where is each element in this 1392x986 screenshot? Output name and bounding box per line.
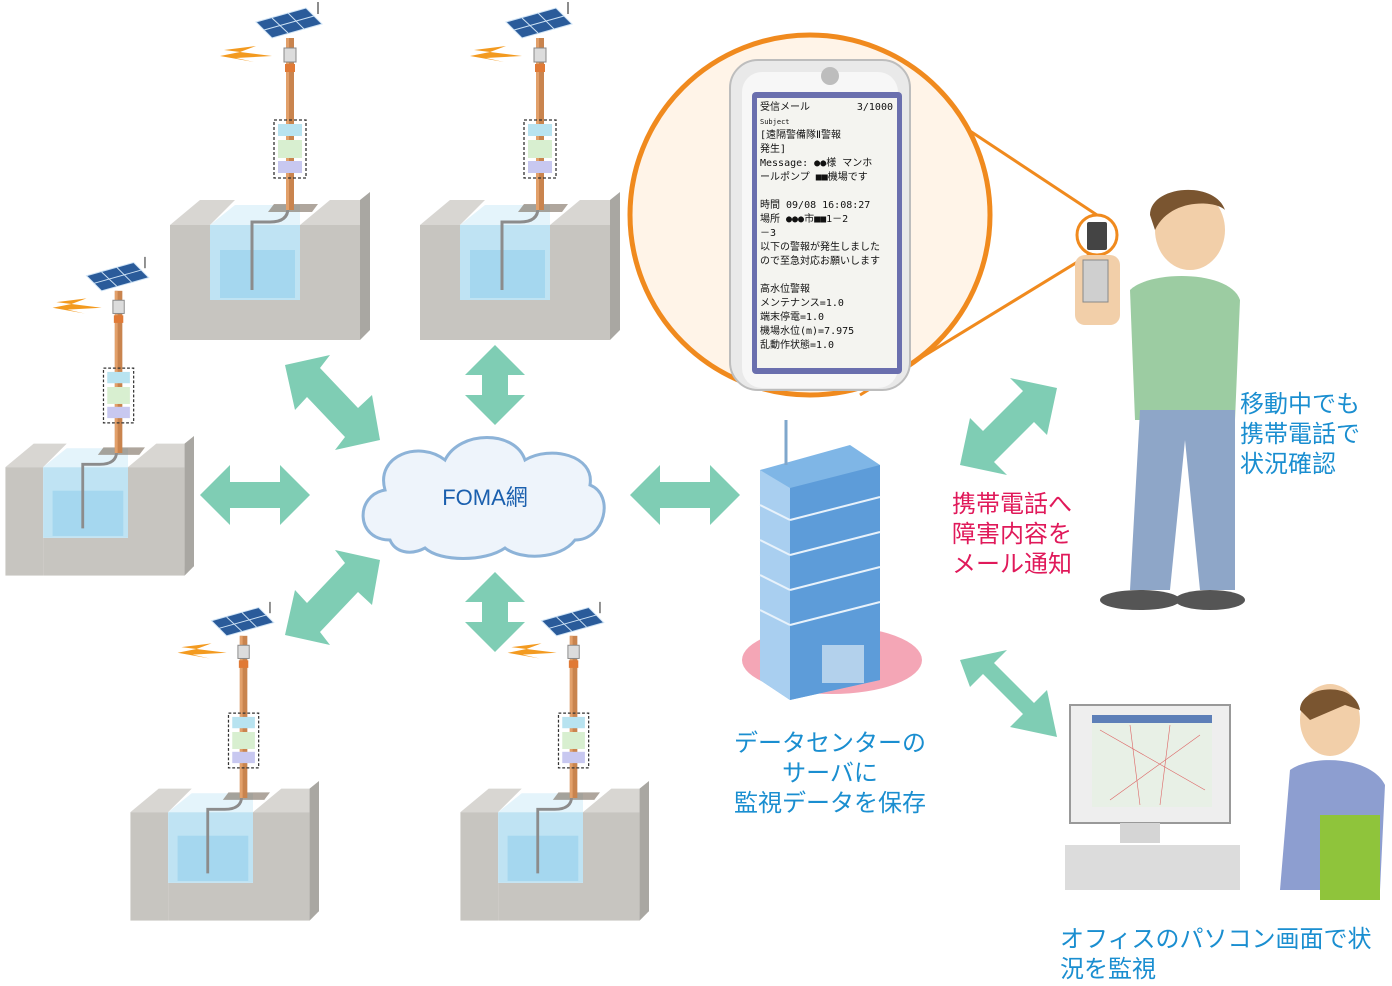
foma-network-label: FOMA網 bbox=[442, 485, 528, 510]
phone-screen-line: メンテナンス=1.0 bbox=[760, 297, 844, 309]
phone-screen-line: 端末停電=1.0 bbox=[760, 310, 824, 323]
station-left bbox=[3, 255, 196, 578]
datacenter-building bbox=[742, 420, 922, 700]
arrow-to-mobile bbox=[960, 378, 1057, 475]
phone-screen-line: ールポンプ ■■機場です bbox=[760, 170, 868, 183]
phone-screen: 受信メール 3/1000 Subject [遠隔警備隊Ⅱ警報発生]Message… bbox=[760, 101, 893, 351]
phone-screen-line: 発生] bbox=[760, 142, 786, 155]
mobile-worker bbox=[1075, 189, 1245, 610]
station-bottom-center bbox=[458, 600, 651, 923]
phone-screen-line: 以下の警報が発生しました bbox=[760, 240, 880, 253]
office-worker bbox=[1065, 684, 1385, 900]
station-top-center bbox=[418, 0, 620, 342]
mobile-check-label: 移動中でも 携帯電話で 状況確認 bbox=[1240, 390, 1360, 478]
arrow-network-datacenter bbox=[630, 465, 740, 525]
phone-screen-line: 機場水位(m)=7.975 bbox=[760, 324, 854, 337]
arrow-to-office bbox=[960, 650, 1057, 737]
foma-cloud bbox=[361, 436, 606, 560]
arrows bbox=[200, 345, 1057, 737]
phone-header: 受信メール bbox=[760, 101, 810, 113]
phone-screen-line: 時間 09/08 16:08:27 bbox=[760, 199, 870, 211]
office-monitor-label: オフィスのパソコン画面で状 況を監視 bbox=[1060, 925, 1372, 983]
phone-screen-line: [遠隔警備隊Ⅱ警報 bbox=[760, 128, 841, 141]
phone-subject-tag: Subject bbox=[760, 118, 790, 126]
monitor-map-screen bbox=[1092, 715, 1212, 807]
arrow-down-center bbox=[465, 572, 525, 652]
phone-screen-line: 高水位警報 bbox=[760, 282, 810, 295]
arrow-up-left bbox=[285, 355, 380, 450]
arrow-down-left bbox=[285, 550, 380, 645]
arrow-up-center bbox=[465, 345, 525, 425]
arrow-left bbox=[200, 465, 310, 525]
phone-callout bbox=[627, 32, 1119, 398]
phone-screen-line: 乱動作状態=1.0 bbox=[760, 338, 834, 351]
station-top-left bbox=[168, 0, 370, 342]
phone-screen-line: Message: ●●様 マンホ bbox=[760, 156, 872, 169]
phone-screen-line: 場所 ●●●市■■1－2 bbox=[760, 212, 848, 225]
datacenter-label: データセンターの サーバに 監視データを保存 bbox=[734, 729, 926, 817]
station-bottom-left bbox=[128, 600, 321, 923]
phone-screen-line: －3 bbox=[760, 228, 776, 239]
phone-screen-line: ので至急対応お願いします bbox=[760, 254, 880, 267]
monitor-map-detail bbox=[1099, 724, 1206, 806]
mail-notify-label: 携帯電話へ 障害内容を メール通知 bbox=[952, 490, 1072, 578]
phone-counter: 3/1000 bbox=[857, 102, 893, 113]
